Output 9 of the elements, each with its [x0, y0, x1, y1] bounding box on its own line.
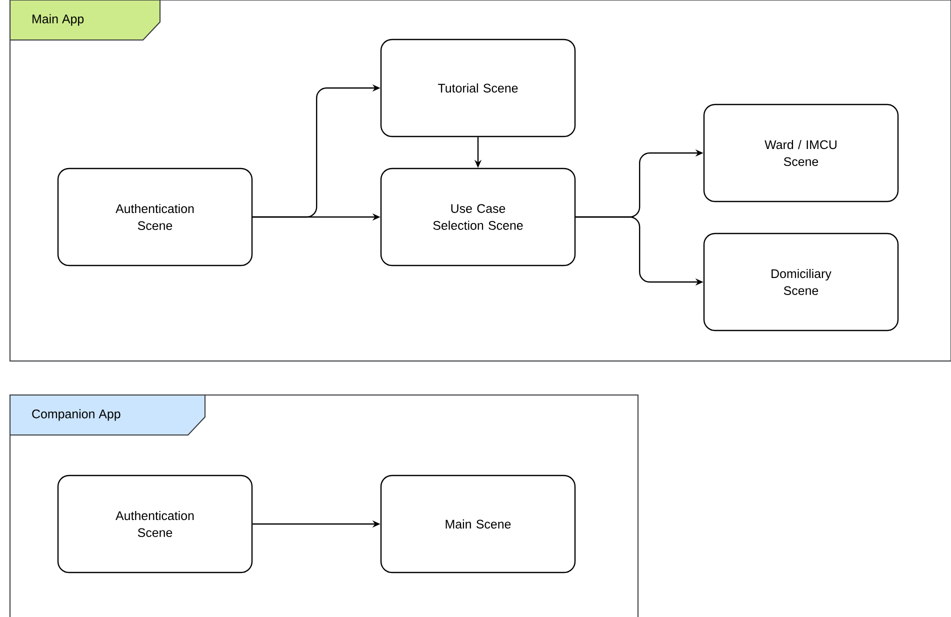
scene-box: Tutorial Scene — [380, 38, 576, 138]
scene-box: Ward / IMCU Scene — [703, 104, 899, 202]
tab-label: Companion App — [10, 394, 206, 436]
scene-box: Authentication Scene — [57, 474, 253, 574]
scene-box: Domiciliary Scene — [703, 232, 899, 332]
scene-box: Use Case Selection Scene — [380, 168, 576, 266]
tab-label: Main App — [10, 0, 160, 40]
scene-box: Main Scene — [380, 474, 576, 574]
scene-box: Authentication Scene — [57, 168, 253, 266]
